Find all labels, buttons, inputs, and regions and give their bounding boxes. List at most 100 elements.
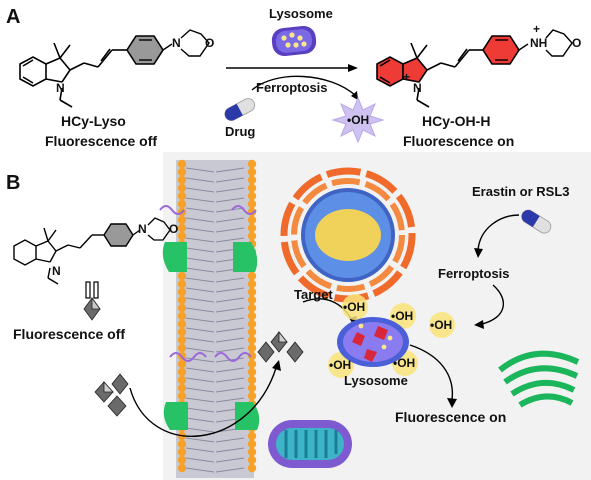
lipid-head (247, 455, 257, 465)
lipid-head (247, 367, 257, 377)
lipid-head (177, 175, 187, 185)
oh-label-2: •OH (391, 309, 414, 323)
lysosome-label-b: Lysosome (344, 373, 408, 388)
oh-radical-label-a: •OH (347, 113, 370, 127)
oh-glow-circles (328, 294, 455, 378)
ferroptosis-curve-arrow (251, 75, 357, 97)
lipid-tail (185, 447, 245, 453)
lipid-head (177, 447, 187, 457)
lipid-tail (185, 307, 245, 313)
nanocrystal-icon (83, 296, 304, 417)
lipid-head (247, 183, 257, 193)
drug-label: Drug (225, 124, 256, 139)
lipid-head (177, 327, 187, 337)
probe-structure-b (13, 227, 104, 285)
lipid-head (177, 463, 187, 473)
lipid-tail (185, 237, 245, 243)
ferroptosis-label-a: Ferroptosis (256, 80, 328, 95)
lipid-head (247, 375, 257, 385)
lipid-head (247, 383, 257, 393)
lipid-head (177, 295, 187, 305)
lipid-tail (185, 187, 245, 193)
lipid-head (247, 431, 257, 441)
inducer-label: Erastin or RSL3 (472, 184, 570, 199)
lipid-head (177, 455, 187, 465)
lipid-tail (185, 367, 245, 373)
drug-capsule-icon (224, 98, 256, 121)
lipid-tail (185, 217, 245, 223)
oh-label-1: •OH (343, 300, 366, 314)
lipid-tail (185, 397, 245, 403)
lipid-head (247, 223, 257, 233)
lipid-head (247, 167, 257, 177)
lipid-head (247, 335, 257, 345)
endoplasmic-reticulum-icon (280, 167, 416, 303)
lipid-head (247, 231, 257, 241)
lipid-head (177, 287, 187, 297)
lipid-head (247, 351, 257, 361)
lipid-head (177, 303, 187, 313)
lipid-head (247, 343, 257, 353)
lipid-head (247, 215, 257, 225)
lipid-head (177, 359, 187, 369)
ferroptosis-label-b: Ferroptosis (438, 266, 510, 281)
oh-label-4: •OH (329, 358, 352, 372)
lipid-head (247, 271, 257, 281)
lipid-head (247, 199, 257, 209)
lipid-head (177, 375, 187, 385)
lipid-head (247, 287, 257, 297)
n-atom-left-morph: N (172, 36, 181, 50)
nh-atom-right: NH (530, 36, 548, 50)
mitochondrion-icon (268, 420, 352, 468)
lipid-head (177, 319, 187, 329)
lipid-head (177, 231, 187, 241)
oh-label-5: •OH (393, 356, 416, 370)
n-atom-b-morph: N (138, 222, 147, 236)
probe-name: HCy-Lyso (61, 113, 126, 129)
lipid-tail (185, 387, 245, 393)
lipid-head (247, 159, 257, 169)
lipid-head (247, 191, 257, 201)
lipid-head (247, 439, 257, 449)
n-atom-b: N (52, 264, 61, 278)
lipid-tail (185, 287, 245, 293)
lipid-head (247, 303, 257, 313)
lipid-tail (185, 277, 245, 283)
lipid-head (247, 175, 257, 185)
lipid-head (247, 463, 257, 473)
lipid-head (177, 335, 187, 345)
lipid-tail (185, 337, 245, 343)
lipid-head (247, 279, 257, 289)
entry-arrow (129, 367, 277, 437)
n-atom-left: N (56, 81, 65, 95)
plus-charge-indole: + (403, 70, 411, 84)
lysosome-icon (271, 25, 317, 57)
lysosome-icon-b (337, 317, 409, 367)
lipid-head (177, 391, 187, 401)
oh-label-3: •OH (430, 318, 453, 332)
lipid-head (177, 271, 187, 281)
lipid-head (177, 167, 187, 177)
lipid-tail (185, 197, 245, 203)
lipid-head (177, 223, 187, 233)
cell-membrane (159, 159, 260, 478)
drug-capsule-icon-b (521, 209, 552, 234)
fluorescence-on-label-b: Fluorescence on (395, 409, 507, 425)
panel-b-letter: B (6, 172, 21, 194)
lipid-tail (185, 437, 245, 443)
panel-a-letter: A (6, 6, 21, 28)
lipid-head (247, 295, 257, 305)
target-label: Target (294, 287, 333, 302)
golgi-icon (498, 350, 580, 408)
lipid-tail (185, 227, 245, 233)
lipid-head (247, 391, 257, 401)
probe-state-off-b: Fluorescence off (13, 326, 126, 342)
lipid-head (247, 327, 257, 337)
lipid-tail (185, 207, 245, 213)
o-atom-b: O (169, 222, 179, 236)
lipid-head (247, 359, 257, 369)
lipid-head (247, 311, 257, 321)
lipid-tail (185, 167, 245, 173)
